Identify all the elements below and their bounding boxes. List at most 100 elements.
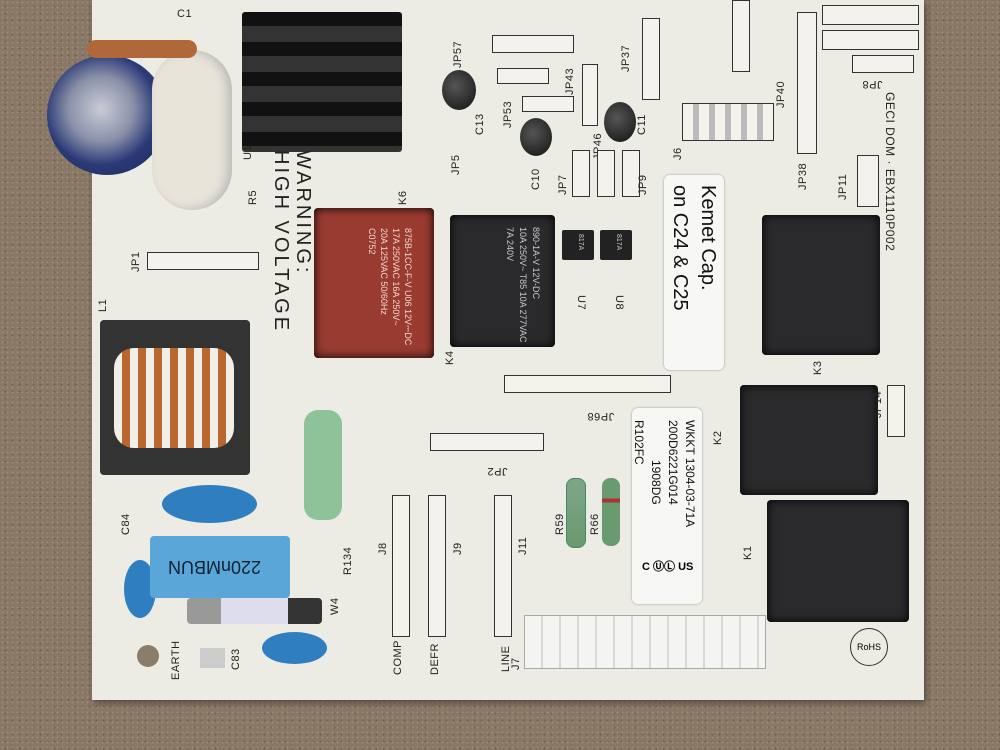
label-u8: U8 — [613, 295, 625, 311]
label-j9: J9 — [452, 542, 464, 555]
connector-j11 — [494, 495, 512, 637]
jumper-jp14 — [887, 385, 905, 437]
part-label-line4: R102FC — [632, 420, 646, 465]
label-jp2: JP2 — [487, 465, 508, 477]
jumper-jp1 — [147, 252, 259, 270]
label-k3: K3 — [812, 360, 824, 375]
label-k1: K1 — [742, 545, 754, 560]
ul-mark-icon: ⓊⓁ — [653, 561, 676, 573]
label-jp68: JP68 — [587, 410, 615, 422]
cert-prefix: C — [642, 561, 650, 573]
relay-k2 — [740, 385, 878, 495]
sticker-line2: on C24 & C25 — [669, 185, 691, 311]
jumper-jp68 — [504, 375, 671, 393]
capacitor-holder — [152, 50, 232, 210]
connector-j6 — [682, 103, 774, 141]
inductor-l1 — [100, 320, 250, 475]
relay-k6-text: 20A 125VAC 50/60Hz — [379, 228, 389, 315]
capacitor-c13 — [442, 70, 476, 110]
label-jp43: JP43 — [564, 67, 576, 95]
sticker-line1: Kemet Cap. — [697, 185, 719, 291]
capacitor-c11 — [604, 102, 636, 142]
warning-line2: HIGH VOLTAGE — [270, 150, 292, 334]
jumper-jp2 — [430, 433, 544, 451]
relay-k6-text: C0752 — [367, 228, 377, 255]
warning-line1: WARNING: — [292, 150, 314, 276]
ceramic-capacitor-c83 — [262, 632, 327, 664]
label-earth: EARTH — [170, 640, 182, 680]
capacitor-c10 — [520, 118, 552, 156]
label-l1: L1 — [97, 298, 109, 312]
label-jp53: JP53 — [502, 100, 514, 128]
ul-logo: C ⓊⓁ US — [642, 558, 693, 574]
cert-suffix: US — [678, 561, 694, 573]
electrolytic-capacitor-large — [47, 55, 167, 175]
jumper-jp57 — [492, 35, 574, 53]
label-w4: W4 — [329, 597, 341, 616]
relay-k6: 875B-1CC-F-V U06 12V⎓DC 17A 250VAC 16A 2… — [314, 208, 434, 358]
heatsink — [242, 12, 402, 152]
earth-terminal — [200, 648, 225, 668]
rohs-text: RoHS — [856, 642, 881, 652]
x-capacitor: 220nMBUN — [150, 536, 290, 598]
relay-k4: 890-1A-V 12V-DC 10A 250V~ T85 10A 277VAC… — [450, 215, 555, 347]
label-jp37: JP37 — [620, 44, 632, 72]
label-r66: R66 — [589, 513, 601, 535]
warning-text: WARNING:HIGH VOLTAGE — [270, 150, 314, 333]
ceramic-capacitor — [162, 485, 257, 523]
label-c84: C84 — [120, 513, 132, 535]
mounting-hole — [137, 645, 159, 667]
rohs-mark: RoHS — [850, 628, 888, 666]
label-r134: R134 — [342, 546, 354, 575]
label-c10: C10 — [530, 168, 542, 190]
label-c1: C1 — [177, 8, 193, 20]
jumper-jp11 — [857, 155, 879, 207]
connector-j8 — [392, 495, 410, 637]
optocoupler-u7: 817A — [562, 230, 594, 260]
board-id-text: GECI DOM · EBX1110P002 — [883, 92, 897, 252]
jumper-jp9 — [597, 150, 615, 197]
label-u1: U1 — [242, 144, 254, 160]
label-jp7: JP7 — [557, 174, 569, 195]
resistor-r134 — [304, 410, 342, 520]
resistor-brown — [87, 40, 197, 58]
label-jp11: JP11 — [837, 173, 849, 200]
label-k6: K6 — [397, 190, 409, 205]
circuit-board: C1 R5 U1 WARNING:HIGH VOLTAGE 875B-1CC-F… — [47, 0, 924, 700]
part-label-line1: WKKT 1304-03-71A — [683, 420, 697, 528]
label-k2: K2 — [712, 430, 724, 445]
relay-k4-text: 7A 240V — [505, 227, 515, 262]
jumper-jp8b — [822, 30, 919, 50]
part-label-line2: 200D6221G014 — [666, 420, 680, 505]
label-u7: U7 — [575, 295, 587, 311]
relay-k1 — [767, 500, 909, 622]
sticker-note: Kemet Cap. on C24 & C25 — [664, 175, 724, 370]
label-j7: J7 — [510, 657, 522, 670]
label-j8: J8 — [377, 542, 389, 555]
label-jp14: JP14 — [872, 390, 884, 418]
jumper-jp53 — [497, 68, 549, 84]
connector-j7 — [524, 615, 766, 669]
label-jp57: JP57 — [452, 40, 464, 68]
relay-k4-text: 890-1A-V 12V-DC — [531, 227, 541, 300]
relay-k6-text: 875B-1CC-F-V U06 12V⎓DC — [403, 228, 413, 346]
label-jp5: JP5 — [450, 154, 462, 175]
label-k4: K4 — [444, 350, 456, 365]
label-c13: C13 — [474, 113, 486, 135]
resistor-r66 — [602, 478, 620, 546]
resistor-r59 — [566, 478, 586, 548]
jumper-jp43 — [522, 96, 574, 112]
jumper-jp38 — [797, 12, 817, 154]
jumper-jp9b — [622, 150, 640, 197]
connector-j9 — [428, 495, 446, 637]
label-comp: COMP — [392, 640, 404, 675]
relay-k4-text: 10A 250V~ T85 10A 277VAC — [518, 227, 528, 343]
fuse — [187, 598, 322, 624]
part-label: WKKT 1304-03-71A 200D6221G014 1908DG R10… — [632, 408, 702, 604]
label-jp9: JP9 — [637, 174, 649, 195]
label-defr: DEFR — [429, 643, 441, 675]
part-label-line3: 1908DG — [649, 460, 663, 505]
jumper-jp7 — [572, 150, 590, 197]
label-r59: R59 — [554, 513, 566, 535]
jumper-jp37 — [642, 18, 660, 100]
